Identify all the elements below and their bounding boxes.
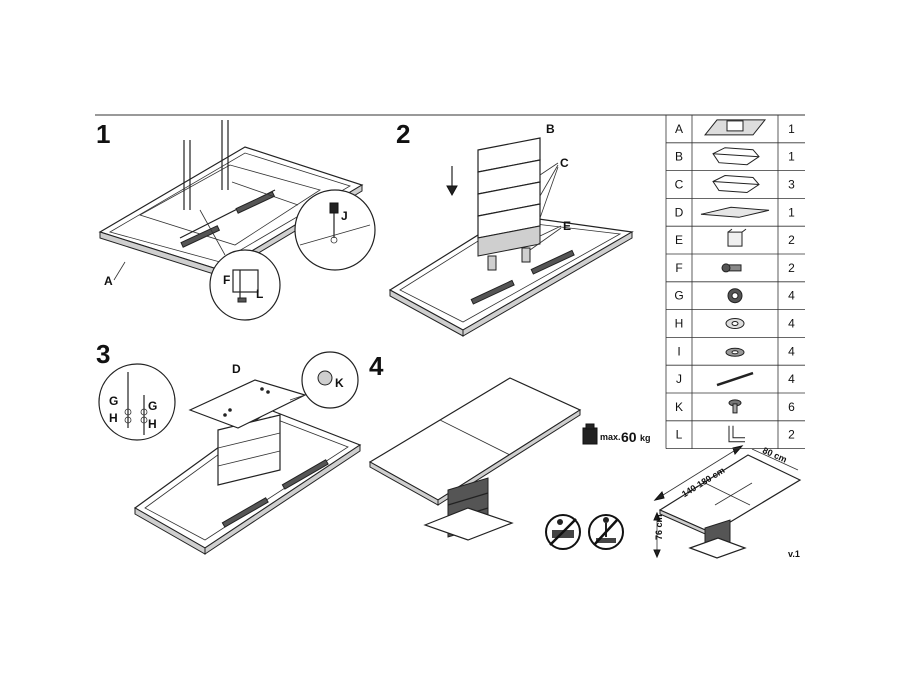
no-stand-icon (588, 514, 624, 550)
callout-C: C (560, 156, 569, 170)
parts-letter: L (676, 428, 683, 442)
parts-letter: K (675, 400, 683, 414)
parts-qty: 4 (788, 317, 795, 331)
callout-H-left: H (109, 411, 118, 425)
step-2-number: 2 (396, 119, 410, 149)
leg-cover-top-icon (712, 147, 760, 166)
callout-G-left: G (109, 394, 118, 408)
spacer-block-icon (727, 228, 747, 247)
bracket-icon (728, 425, 745, 443)
parts-letter: A (675, 122, 683, 136)
parts-qty: 1 (788, 150, 795, 164)
parts-letter: C (675, 178, 684, 192)
parts-letter: I (677, 344, 680, 358)
callout-F: F (223, 273, 230, 287)
leg-segment-icon (712, 174, 760, 194)
washer-icon (725, 318, 745, 329)
parts-qty: 1 (788, 122, 795, 136)
step-1-illustration: 1 A F L J (96, 119, 376, 321)
step-4-illustration: 4 max. 60 kg (368, 351, 651, 550)
load-value: 60 (621, 429, 637, 445)
nut-icon (727, 288, 743, 304)
parts-letter: J (676, 372, 682, 386)
callout-G-right: G (148, 399, 157, 413)
load-unit: kg (640, 433, 651, 443)
step-2-illustration: 2 B C E (388, 119, 634, 337)
parts-letter: F (675, 261, 682, 275)
parts-qty: 2 (788, 261, 795, 275)
base-plate-icon (700, 206, 770, 218)
callout-K: K (335, 376, 344, 390)
parts-qty: 2 (788, 233, 795, 247)
parts-qty: 2 (788, 428, 795, 442)
callout-E: E (563, 219, 571, 233)
callout-A: A (104, 274, 113, 288)
parts-qty: 6 (788, 400, 795, 414)
parts-letter: G (674, 289, 683, 303)
parts-qty: 3 (788, 178, 795, 192)
callout-H-right: H (148, 417, 157, 431)
parts-letter: D (675, 205, 684, 219)
parts-qty: 1 (788, 205, 795, 219)
parts-letter: E (675, 233, 683, 247)
threaded-rod-icon (716, 371, 754, 387)
load-label: max. (600, 432, 621, 442)
no-climb-icon (545, 514, 581, 550)
step-1-number: 1 (96, 119, 110, 149)
parts-qty: 4 (788, 344, 795, 358)
parts-qty: 4 (788, 372, 795, 386)
parts-qty: 4 (788, 289, 795, 303)
callout-B: B (546, 122, 555, 136)
callout-D: D (232, 362, 241, 376)
version-label: v.1 (788, 549, 800, 559)
parts-letter: H (675, 317, 684, 331)
dimension-height: 76 cm (654, 514, 664, 540)
dimension-width: 80 cm (761, 445, 788, 465)
callout-J: J (341, 209, 348, 223)
step-3-illustration: 3 D K G H G H (96, 339, 362, 555)
step-4-number: 4 (369, 351, 384, 381)
callout-L: L (256, 287, 263, 301)
bolt-icon (721, 263, 742, 273)
table-top-icon (703, 119, 767, 136)
dimension-drawing: 140-180 cm 80 cm 76 cm (653, 445, 802, 559)
lock-washer-icon (725, 347, 745, 357)
step-3-number: 3 (96, 339, 110, 369)
screw-icon (728, 399, 742, 414)
parts-letter: B (675, 150, 683, 164)
